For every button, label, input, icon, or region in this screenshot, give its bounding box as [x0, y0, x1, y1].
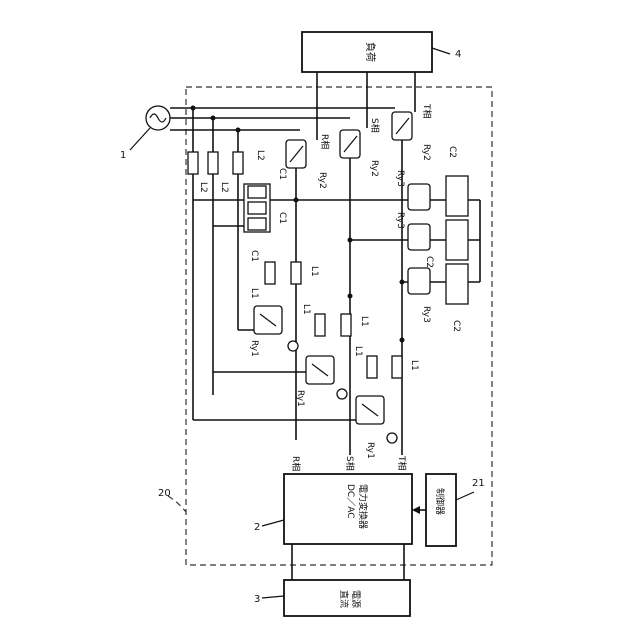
l1-label-4: L1 — [359, 316, 369, 327]
ry3-label-1: Ry3 — [395, 170, 405, 187]
grid-ref-number: 1 — [120, 150, 126, 161]
ry1-label-1: Ry1 — [249, 340, 259, 357]
junction-dot — [400, 338, 405, 343]
reactor-l1-4 — [341, 314, 351, 336]
ry2-label-2: Ry2 — [369, 160, 379, 177]
arrow-icon — [412, 506, 420, 514]
coil-ry1-3 — [387, 433, 397, 443]
ry3-label-2: Ry3 — [395, 212, 405, 229]
load-label: 負荷 — [364, 42, 376, 62]
c2-label-2: C2 — [424, 256, 434, 268]
reactor-l1-3 — [315, 314, 325, 336]
coil-ry1-2 — [337, 389, 347, 399]
device-ref-number: 20 — [158, 488, 171, 499]
l2-label-2: L2 — [219, 182, 229, 193]
reactor-l1-2 — [291, 262, 301, 284]
junction-dot — [348, 238, 353, 243]
converter-ref-number: 2 — [254, 522, 260, 533]
relay-ry3-1 — [408, 184, 430, 210]
grid-ref-leader — [130, 128, 150, 150]
phase-r-label-top: R相 — [319, 134, 331, 149]
ry1-label-3: Ry1 — [365, 442, 375, 459]
l1-label-3: L1 — [301, 304, 311, 315]
phase-s-label-top: S相 — [369, 118, 381, 133]
converter-label-line2: 電力変換器 — [357, 484, 369, 529]
dc-source-label-line1: 直流 — [338, 590, 350, 608]
capacitor-c1-3 — [248, 218, 266, 230]
phase-t-label-bottom: T相 — [396, 455, 408, 471]
l1-label-1: L1 — [249, 288, 259, 299]
junction-dot — [348, 294, 353, 299]
c1-label-3: C1 — [249, 250, 259, 262]
converter-ref-leader — [262, 520, 284, 526]
reactor-l2-2 — [208, 152, 218, 174]
c1-label-1: C1 — [277, 168, 287, 180]
ry1-label-2: Ry1 — [295, 390, 305, 407]
reactor-l2-1 — [188, 152, 198, 174]
controller-ref-number: 21 — [472, 478, 485, 489]
phase-r-label-bottom: R相 — [290, 456, 302, 471]
dc-source-ref-number: 3 — [254, 594, 260, 605]
junction-dot — [236, 128, 241, 133]
l2-label-3: L2 — [255, 150, 265, 161]
capacitor-c1-2 — [248, 202, 266, 214]
ry2-label-3: Ry2 — [421, 144, 431, 161]
c2-label-3: C2 — [451, 320, 461, 332]
l1-label-6: L1 — [409, 360, 419, 371]
reactor-l1-6 — [392, 356, 402, 378]
junction-dot — [191, 106, 196, 111]
phase-s-label-bottom: S相 — [344, 456, 356, 471]
capacitor-c1-1 — [248, 186, 266, 198]
controller-ref-leader — [456, 492, 474, 500]
capacitor-c2-3 — [446, 264, 468, 304]
load-ref-number: 4 — [455, 49, 461, 60]
l1-label-2: L1 — [309, 266, 319, 277]
dc-source-label-line2: 電源 — [350, 590, 361, 608]
relay-ry3-2 — [408, 224, 430, 250]
reactor-l2-3 — [233, 152, 243, 174]
phase-t-label-top: T相 — [421, 103, 433, 119]
l1-label-5: L1 — [353, 346, 363, 357]
converter-label-line1: DC／AC — [345, 484, 356, 519]
c1-label-2: C1 — [277, 212, 287, 224]
reactor-l1-5 — [367, 356, 377, 378]
junction-dot — [400, 280, 405, 285]
ry3-label-3: Ry3 — [421, 306, 431, 323]
ry2-label-1: Ry2 — [317, 172, 327, 189]
capacitor-c2-2 — [446, 220, 468, 260]
dc-source-ref-leader — [262, 596, 284, 598]
relay-ry3-3 — [408, 268, 430, 294]
coil-ry1-1 — [288, 341, 298, 351]
junction-dot — [294, 198, 299, 203]
c2-label-1: C2 — [447, 146, 457, 158]
l2-label-1: L2 — [198, 182, 208, 193]
junction-dot — [211, 116, 216, 121]
reactor-l1-1 — [265, 262, 275, 284]
load-ref-leader — [432, 48, 450, 54]
capacitor-c2-1 — [446, 176, 468, 216]
controller-label: 制御器 — [434, 488, 446, 515]
